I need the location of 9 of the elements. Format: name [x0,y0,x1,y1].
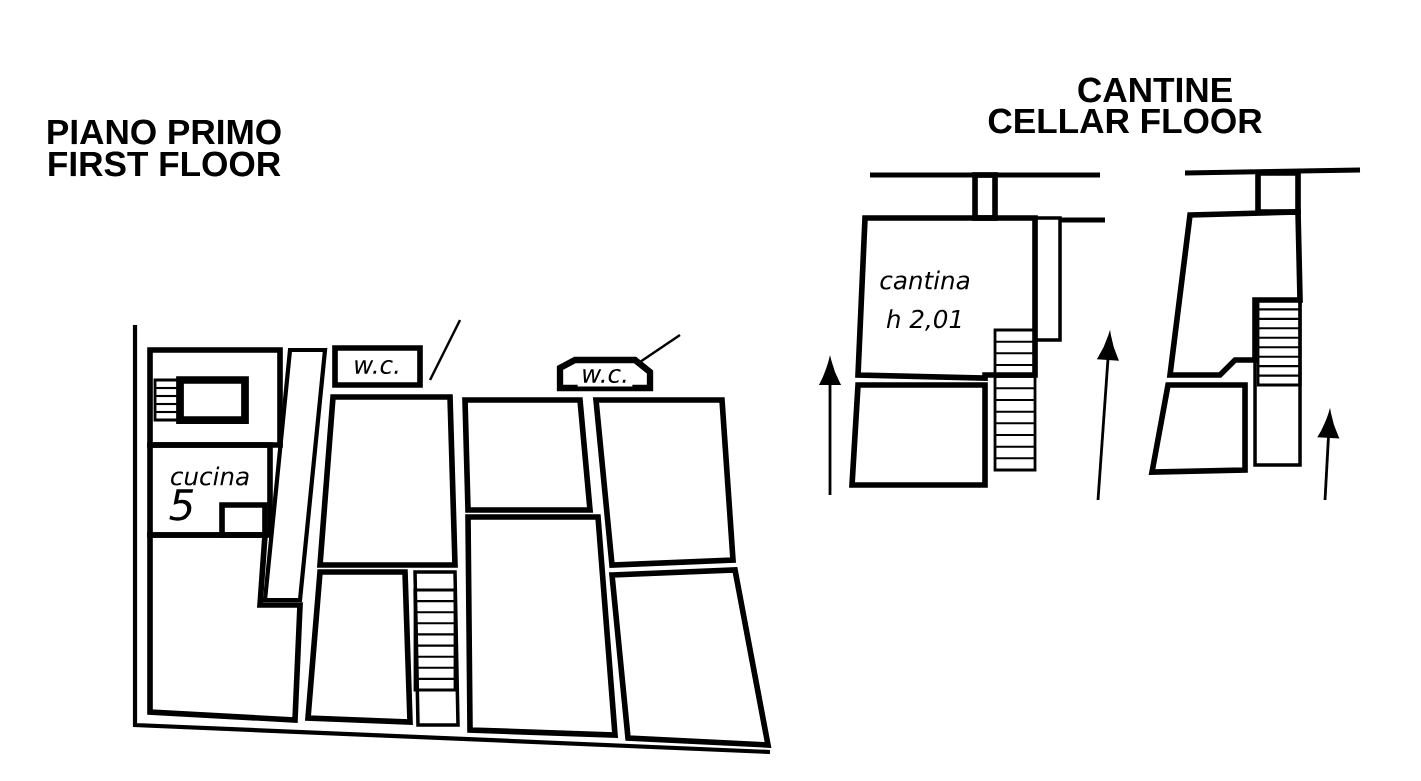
floor-title: CANTINE [1073,74,1237,106]
room-label: cantina [875,267,975,294]
floor-title: FIRST FLOOR [43,148,285,180]
room-label: w.c. [577,365,633,387]
room-number: 5 [165,485,199,525]
room-label: w.c. [349,356,405,378]
floor-title: PIANO PRIMO [42,116,286,148]
floor-title: CELLAR FLOOR [983,105,1267,137]
room-label: h 2,01 [882,305,968,335]
